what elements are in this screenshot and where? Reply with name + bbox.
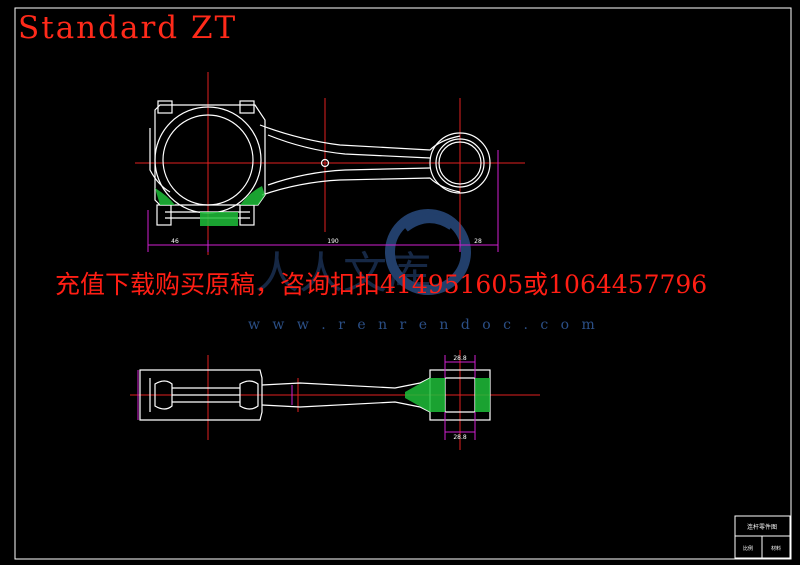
title-block-label-right: 材料 [771,545,781,552]
bottom-hatch [405,378,490,412]
drawing-title: Standard ZT [18,10,238,46]
promo-text: 充值下载购买原稿，咨询扣扣414951605或1064457796 [55,270,708,299]
dim-top-center: 190 [327,238,339,245]
watermark-url: w w w . r e n r e n d o c . c o m [248,317,599,333]
title-block-label-left: 比例 [743,545,753,552]
bottom-outline [139,369,491,421]
bottom-view: 28.8 28.8 [130,350,540,450]
watermark-logo-text: 人人文库 [255,248,431,299]
watermark-logo: 人人文库 [255,209,471,299]
top-centerlines [135,72,525,255]
title-block [734,515,791,559]
top-hatch [155,186,265,226]
bottom-dimension-lines [137,355,476,440]
title-block-name: 连杆零件图 [747,523,777,531]
top-view: 46 190 28 [135,72,525,255]
dim-bottom-bottom: 28.8 [453,434,467,441]
top-dimension-lines [147,150,499,252]
dim-top-right: 28 [474,238,482,245]
dim-top-left: 46 [171,238,179,245]
dim-bottom-top: 28.8 [453,355,467,362]
drawing-border [14,7,792,560]
